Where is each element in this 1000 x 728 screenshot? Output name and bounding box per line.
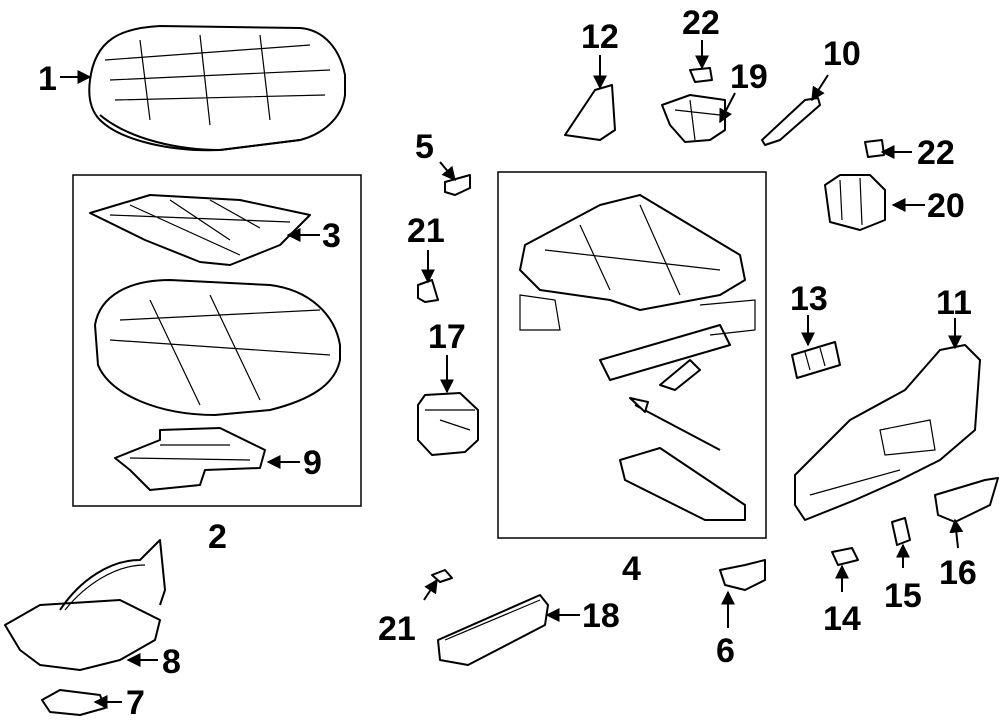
callout-3: 3 <box>322 217 341 255</box>
part-22-clip-upper[interactable] <box>689 67 713 83</box>
callout-21b: 21 <box>378 610 416 648</box>
part-4-seat-frame[interactable] <box>519 194 756 521</box>
callout-13: 13 <box>790 280 828 318</box>
part-21-clip-upper[interactable] <box>417 279 439 303</box>
part-10-trim-strip[interactable] <box>761 97 821 146</box>
leader-10 <box>811 74 829 102</box>
callout-22b: 22 <box>917 134 955 172</box>
part-21-clip-lower[interactable] <box>431 569 453 583</box>
leader-21b <box>423 578 438 601</box>
seat-track-assembly-box <box>497 171 767 539</box>
callout-9: 9 <box>303 444 322 482</box>
leader-5 <box>439 161 456 182</box>
part-13-switch[interactable] <box>791 341 841 379</box>
callout-14: 14 <box>823 600 861 638</box>
part-2-seat-cushion-pad[interactable] <box>94 279 341 416</box>
callout-17: 17 <box>428 318 466 356</box>
callout-8: 8 <box>162 643 181 681</box>
callout-18: 18 <box>582 597 620 635</box>
part-1-seat-cushion-cover[interactable] <box>88 25 346 152</box>
callout-4: 4 <box>622 550 641 588</box>
leader-19 <box>719 92 736 124</box>
part-15-knob[interactable] <box>891 517 911 546</box>
leader-16 <box>949 518 964 549</box>
callout-12: 12 <box>581 18 619 56</box>
callout-19: 19 <box>730 58 768 96</box>
callout-5: 5 <box>415 128 434 166</box>
part-8-wire-harness[interactable] <box>4 539 166 671</box>
callout-16: 16 <box>939 554 977 592</box>
callout-11: 11 <box>936 284 972 322</box>
callout-2: 2 <box>208 518 227 556</box>
callout-15: 15 <box>884 577 922 615</box>
part-18-trim-cover[interactable] <box>437 594 549 666</box>
part-6-bracket[interactable] <box>719 559 766 591</box>
part-22-clip-right[interactable] <box>864 139 885 158</box>
callout-20: 20 <box>927 187 965 225</box>
callout-22a: 22 <box>682 4 720 42</box>
callout-6: 6 <box>716 632 735 670</box>
callout-1: 1 <box>38 60 57 98</box>
part-19-bracket[interactable] <box>661 94 726 143</box>
part-3-seat-pan[interactable] <box>89 194 311 266</box>
part-11-side-shield[interactable] <box>794 344 981 521</box>
part-5-bracket[interactable] <box>444 174 471 196</box>
callout-21a: 21 <box>407 212 445 250</box>
callout-10: 10 <box>823 35 861 73</box>
part-20-support-bracket[interactable] <box>824 174 886 231</box>
seat-cushion-assembly-box <box>72 174 362 507</box>
part-17-switch-module[interactable] <box>417 392 479 456</box>
callout-7: 7 <box>126 684 145 722</box>
part-9-seat-heater[interactable] <box>114 427 266 491</box>
part-16-cover[interactable] <box>934 477 999 523</box>
part-12-cover[interactable] <box>564 84 616 141</box>
part-14-knob[interactable] <box>831 547 859 566</box>
